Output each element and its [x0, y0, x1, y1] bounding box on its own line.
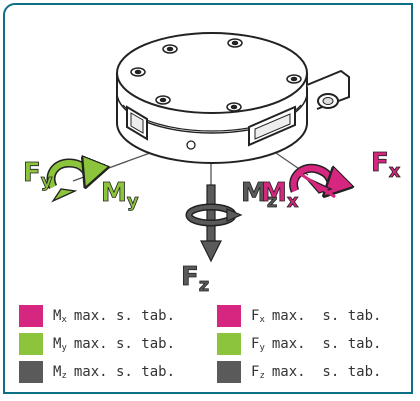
- mz-label: Mz: [241, 178, 277, 212]
- mx-moment-arrow: [289, 163, 335, 197]
- legend-text: max. s. tab.: [73, 336, 176, 352]
- legend-item-mx: Mx max. s. tab.: [19, 305, 175, 327]
- legend-item-my: My max. s. tab.: [19, 333, 175, 355]
- legend-text: max. s. tab.: [271, 336, 382, 352]
- legend-item-fx: Fx max. s. tab.: [217, 305, 381, 327]
- legend-text: max. s. tab.: [271, 364, 382, 380]
- legend-text: max. s. tab.: [73, 308, 176, 324]
- fz-force-arrow: [200, 184, 222, 263]
- swatch-mz: [19, 361, 43, 383]
- swatch-fx: [217, 305, 241, 327]
- legend-symbol: Fz: [251, 363, 265, 381]
- legend-text: max. s. tab.: [73, 364, 176, 380]
- legend-item-fz: Fz max. s. tab.: [217, 361, 381, 383]
- legend-item-fy: Fy max. s. tab.: [217, 333, 381, 355]
- swatch-my: [19, 333, 43, 355]
- legend-symbol: Mx: [53, 307, 67, 325]
- my-label: My: [101, 178, 139, 212]
- diagram-frame: Fy My Mz Fz Mx Fx Mx max. s. tab. My max…: [3, 3, 413, 394]
- my-moment-arrow: [46, 163, 88, 203]
- swatch-mx: [19, 305, 43, 327]
- fz-label: Fz: [181, 262, 209, 295]
- legend-symbol: Fy: [251, 335, 265, 353]
- sensor-body: [116, 32, 350, 164]
- mx-label: Mx: [261, 178, 299, 212]
- legend-text: max. s. tab.: [271, 308, 382, 324]
- swatch-fz: [217, 361, 241, 383]
- legend-symbol: Fx: [251, 307, 265, 325]
- legend-item-mz: Mz max. s. tab.: [19, 361, 175, 383]
- legend-symbol: Mz: [53, 363, 67, 381]
- fx-label: Fx: [371, 148, 401, 182]
- legend-symbol: My: [53, 335, 67, 353]
- fy-label: Fy: [23, 158, 53, 192]
- swatch-fy: [217, 333, 241, 355]
- sensor-diagram: Fy My Mz Fz Mx Fx: [23, 32, 401, 295]
- screws: [130, 38, 302, 112]
- mz-moment-arrow: [185, 203, 243, 227]
